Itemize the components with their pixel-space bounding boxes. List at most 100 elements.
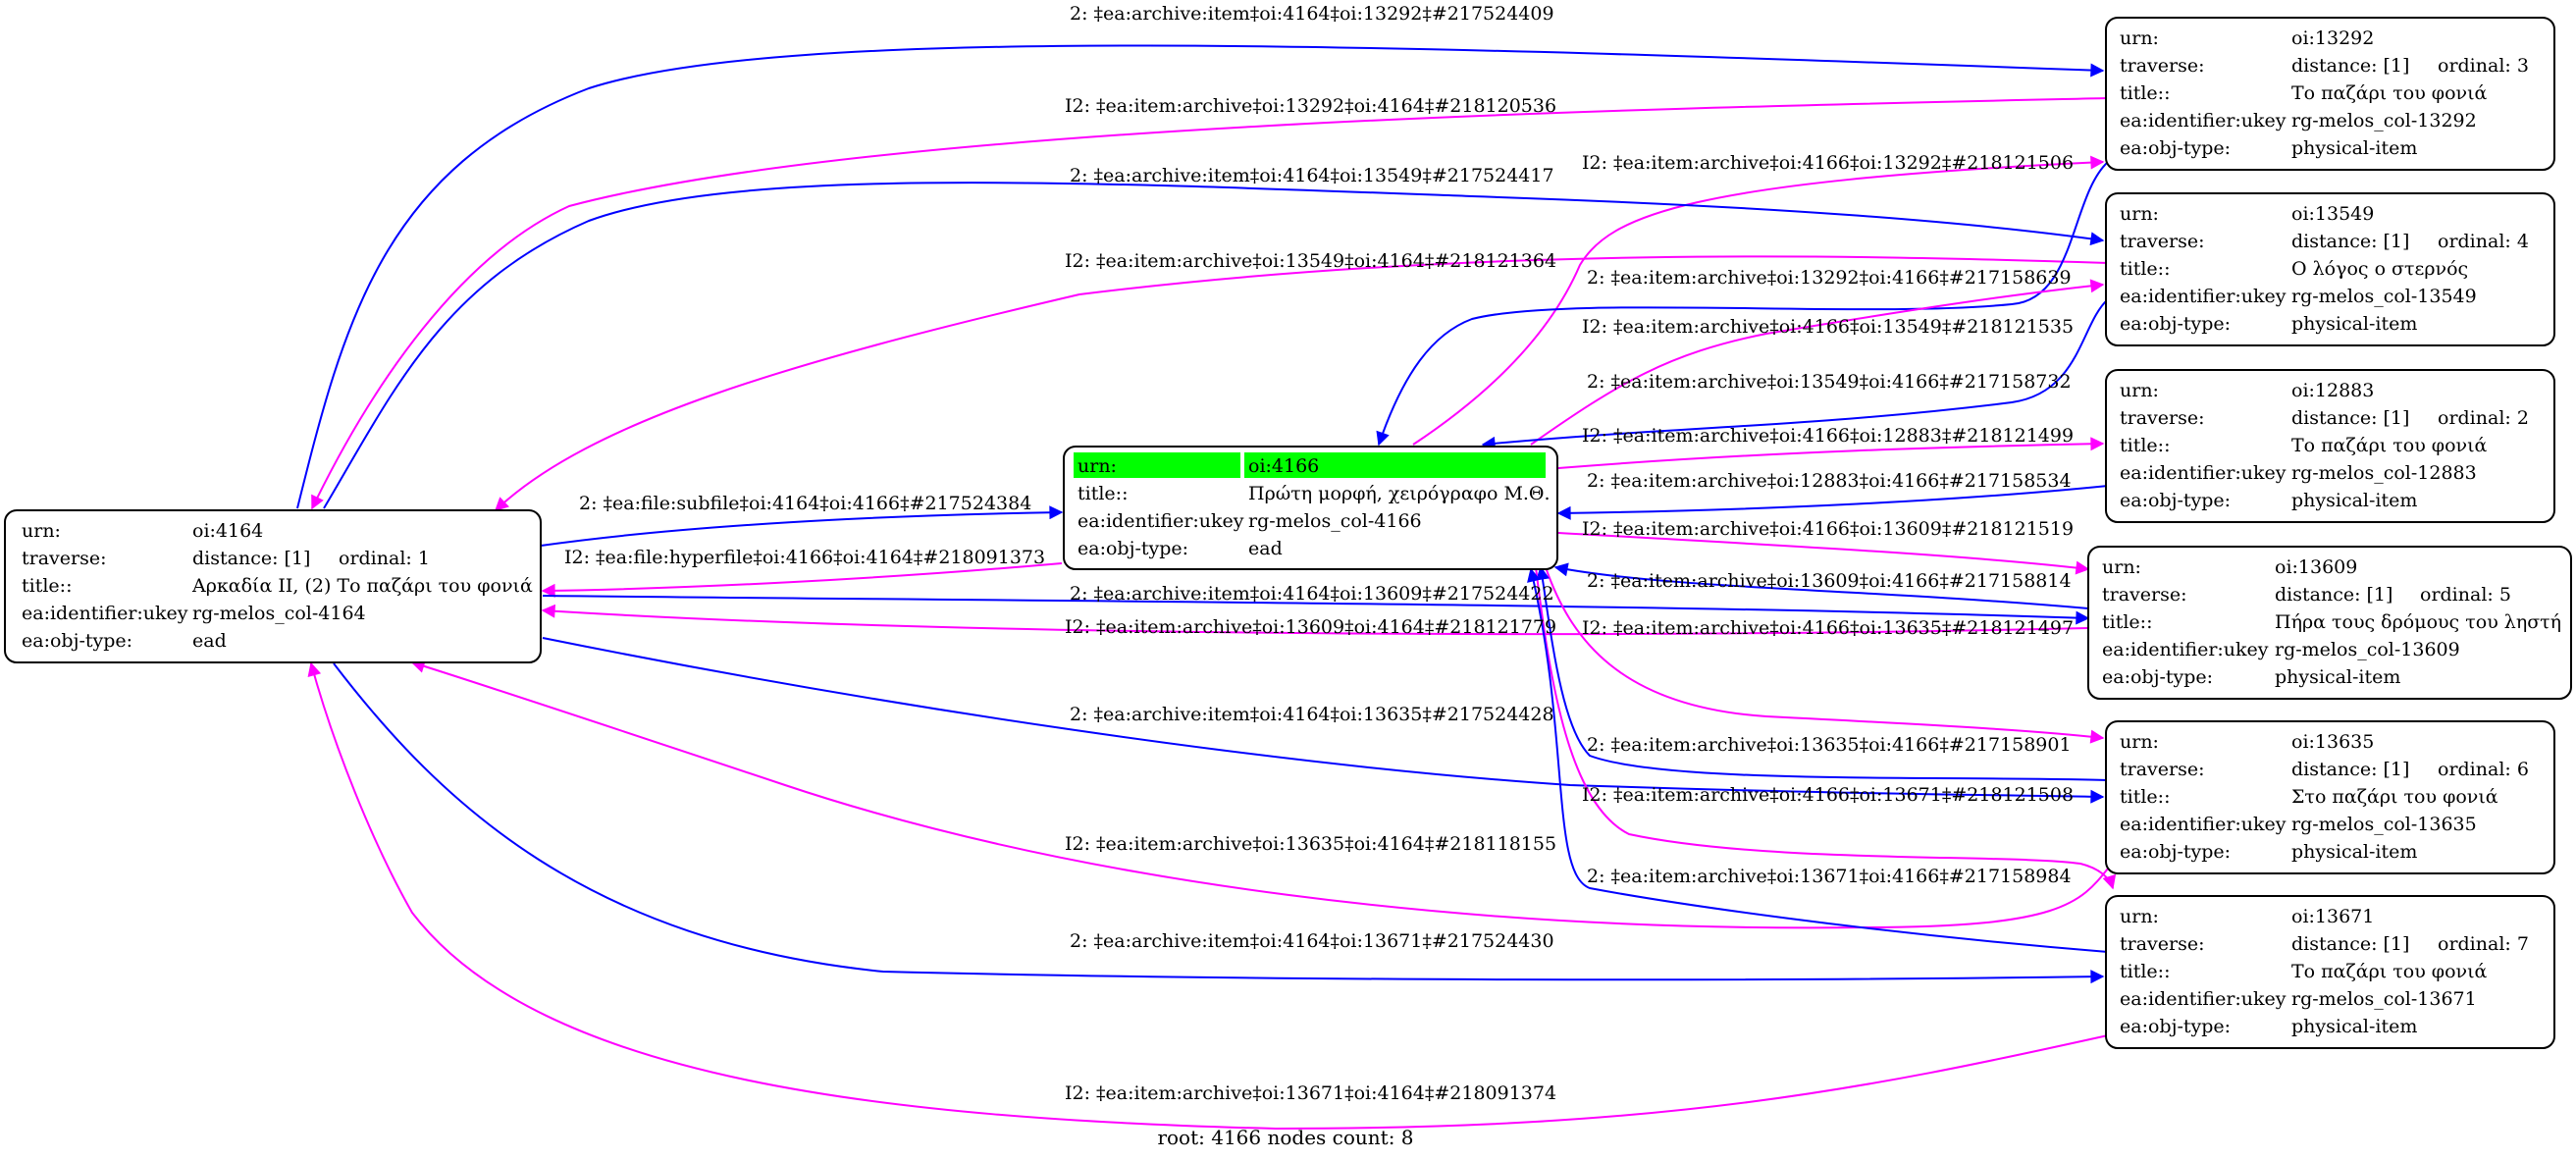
node-field-value: oi:4164 xyxy=(192,520,263,542)
edge-label: I2: ‡ea:item:archive‡oi:4166‡oi:12883‡#2… xyxy=(1582,425,2074,447)
node-field-label: ea:obj-type: xyxy=(2120,490,2231,511)
node-field-label: ea:obj-type: xyxy=(22,630,132,652)
edge-label: 2: ‡ea:item:archive‡oi:12883‡oi:4166‡#21… xyxy=(1587,470,2072,492)
node-field-label: traverse: xyxy=(2120,759,2205,780)
edge-4166-12883[interactable] xyxy=(1557,437,2105,469)
edge-label: I2: ‡ea:item:archive‡oi:13292‡oi:4164‡#2… xyxy=(1065,95,1556,117)
node-13671[interactable]: urn: oi:13671 traverse: distance: [1] or… xyxy=(2105,895,2555,1049)
node-12883[interactable]: urn: oi:12883 traverse: distance: [1] or… xyxy=(2105,369,2555,523)
node-field-label: title:: xyxy=(2120,435,2170,456)
edge-4164-13292[interactable] xyxy=(296,44,2105,509)
node-field-label: urn: xyxy=(2120,27,2159,49)
edge-label: 2: ‡ea:archive:item‡oi:4164‡oi:13671‡#21… xyxy=(1070,930,1554,952)
node-field-label: urn: xyxy=(1078,455,1117,477)
node-4166-root[interactable]: urn: oi:4166 title:: Πρώτη μορφή, χειρόγ… xyxy=(1063,446,1558,570)
node-13635[interactable]: urn: oi:13635 traverse: distance: [1] or… xyxy=(2105,720,2555,874)
root-highlight-label xyxy=(1074,452,1240,478)
edge-label: 2: ‡ea:item:archive‡oi:13609‡oi:4166‡#21… xyxy=(1587,570,2072,592)
edge-13549-4166[interactable] xyxy=(1481,298,2109,450)
edge-13671-4164[interactable] xyxy=(307,661,2109,1131)
edge-13292-4166[interactable] xyxy=(1376,161,2109,447)
edge-4164-13635[interactable] xyxy=(542,637,2105,804)
node-field-label: ea:obj-type: xyxy=(2120,313,2231,335)
edge-label: 2: ‡ea:item:archive‡oi:13635‡oi:4166‡#21… xyxy=(1587,734,2072,756)
node-field-value: oi:13671 xyxy=(2291,906,2374,927)
node-field-value: rg-melos_col-13635 xyxy=(2291,814,2477,835)
edge-labels: 2: ‡ea:archive:item‡oi:4164‡oi:13292‡#21… xyxy=(564,3,2074,1104)
node-field-label: ea:identifier:ukey xyxy=(2120,814,2287,835)
node-field-value: distance: [1] xyxy=(2291,231,2409,252)
edge-label: 2: ‡ea:item:archive‡oi:13549‡oi:4166‡#21… xyxy=(1587,371,2072,393)
node-field-label: ea:obj-type: xyxy=(2102,666,2213,688)
edge-4164-13671[interactable] xyxy=(333,662,2105,984)
node-field-label: traverse: xyxy=(2120,933,2205,955)
node-field-label: traverse: xyxy=(22,548,107,569)
node-field-label: ea:identifier:ukey xyxy=(22,603,188,624)
node-field-value: physical-item xyxy=(2291,841,2417,863)
edge-13609-4164[interactable] xyxy=(541,604,2089,636)
edge-12883-4166[interactable] xyxy=(1556,485,2109,520)
edge-label: I2: ‡ea:item:archive‡oi:13609‡oi:4164‡#2… xyxy=(1065,616,1556,638)
node-field-label: title:: xyxy=(2120,961,2170,982)
node-field-value: oi:12883 xyxy=(2291,380,2374,401)
node-field-label: ea:obj-type: xyxy=(2120,1016,2231,1037)
edge-4166-13549[interactable] xyxy=(1530,279,2105,446)
edge-4166-13671[interactable] xyxy=(1535,566,2117,890)
edge-label: I2: ‡ea:item:archive‡oi:4166‡oi:13635‡#2… xyxy=(1582,617,2074,639)
node-field-label: urn: xyxy=(2120,380,2159,401)
edge-13671-4166[interactable] xyxy=(1527,567,2109,953)
edge-label: I2: ‡ea:item:archive‡oi:4166‡oi:13671‡#2… xyxy=(1582,784,2074,806)
node-field-value: ordinal: 1 xyxy=(339,548,430,569)
edge-4164-13549[interactable] xyxy=(323,182,2105,509)
node-field-value: ordinal: 4 xyxy=(2438,231,2529,252)
graph-footer: root: 4166 nodes count: 8 xyxy=(1157,1126,1413,1149)
edge-4166-4164[interactable] xyxy=(541,562,1063,598)
node-field-label: title:: xyxy=(2120,82,2170,104)
node-field-label: title:: xyxy=(2102,611,2152,633)
node-field-value: rg-melos_col-13671 xyxy=(2291,988,2477,1010)
node-field-value: Πρώτη μορφή, χειρόγραφο Μ.Θ. xyxy=(1248,483,1551,504)
node-field-label: ea:identifier:ukey xyxy=(1078,510,1244,532)
edge-13292-4164[interactable] xyxy=(311,97,2109,510)
edge-4166-13292[interactable] xyxy=(1412,155,2105,446)
node-field-label: traverse: xyxy=(2120,407,2205,429)
edge-13609-4166[interactable] xyxy=(1553,562,2089,609)
edge-4166-13635[interactable] xyxy=(1545,566,2105,744)
node-field-value: oi:4166 xyxy=(1248,455,1319,477)
node-13609[interactable]: urn: oi:13609 traverse: distance: [1] or… xyxy=(2087,546,2572,700)
edge-label: I2: ‡ea:item:archive‡oi:13671‡oi:4164‡#2… xyxy=(1065,1082,1556,1104)
node-field-value: physical-item xyxy=(2291,313,2417,335)
node-field-label: ea:obj-type: xyxy=(2120,841,2231,863)
node-13292[interactable]: urn: oi:13292 traverse: distance: [1] or… xyxy=(2105,17,2555,171)
edge-4164-4166[interactable] xyxy=(540,505,1064,547)
node-field-value: Πήρα τους δρόμους του ληστή xyxy=(2275,611,2561,633)
node-field-value: Στο παζάρι του φονιά xyxy=(2291,786,2498,808)
node-4164[interactable]: urn: oi:4164 traverse: distance: [1] ord… xyxy=(4,509,542,663)
edge-13635-4166[interactable] xyxy=(1536,565,2109,781)
edge-4164-13609[interactable] xyxy=(542,595,2090,625)
edge-label: I2: ‡ea:file:hyperfile‡oi:4166‡oi:4164‡#… xyxy=(564,547,1045,568)
node-field-value: distance: [1] xyxy=(192,548,310,569)
node-field-value: ordinal: 2 xyxy=(2438,407,2529,429)
edge-label: 2: ‡ea:archive:item‡oi:4164‡oi:13292‡#21… xyxy=(1070,3,1554,25)
node-field-value: rg-melos_col-4164 xyxy=(192,603,366,624)
edge-13549-4164[interactable] xyxy=(494,255,2109,511)
node-field-value: distance: [1] xyxy=(2291,55,2409,77)
node-field-label: urn: xyxy=(2120,906,2159,927)
node-field-value: ordinal: 3 xyxy=(2438,55,2529,77)
node-field-value: physical-item xyxy=(2275,666,2400,688)
edge-13635-4164[interactable] xyxy=(410,659,2109,929)
edge-label: I2: ‡ea:item:archive‡oi:4166‡oi:13292‡#2… xyxy=(1582,152,2074,174)
node-field-value: ordinal: 7 xyxy=(2438,933,2529,955)
edge-4166-13609[interactable] xyxy=(1557,532,2090,575)
node-field-value: distance: [1] xyxy=(2275,584,2392,606)
node-field-label: urn: xyxy=(2102,556,2141,578)
node-field-value: Ο λόγος ο στερνός xyxy=(2291,258,2468,280)
edge-label: I2: ‡ea:item:archive‡oi:4166‡oi:13609‡#2… xyxy=(1582,518,2074,540)
node-field-value: ordinal: 5 xyxy=(2420,584,2511,606)
node-field-value: ead xyxy=(192,630,227,652)
node-13549[interactable]: urn: oi:13549 traverse: distance: [1] or… xyxy=(2105,192,2555,346)
root-highlight-value xyxy=(1244,452,1546,478)
node-field-label: title:: xyxy=(2120,258,2170,280)
